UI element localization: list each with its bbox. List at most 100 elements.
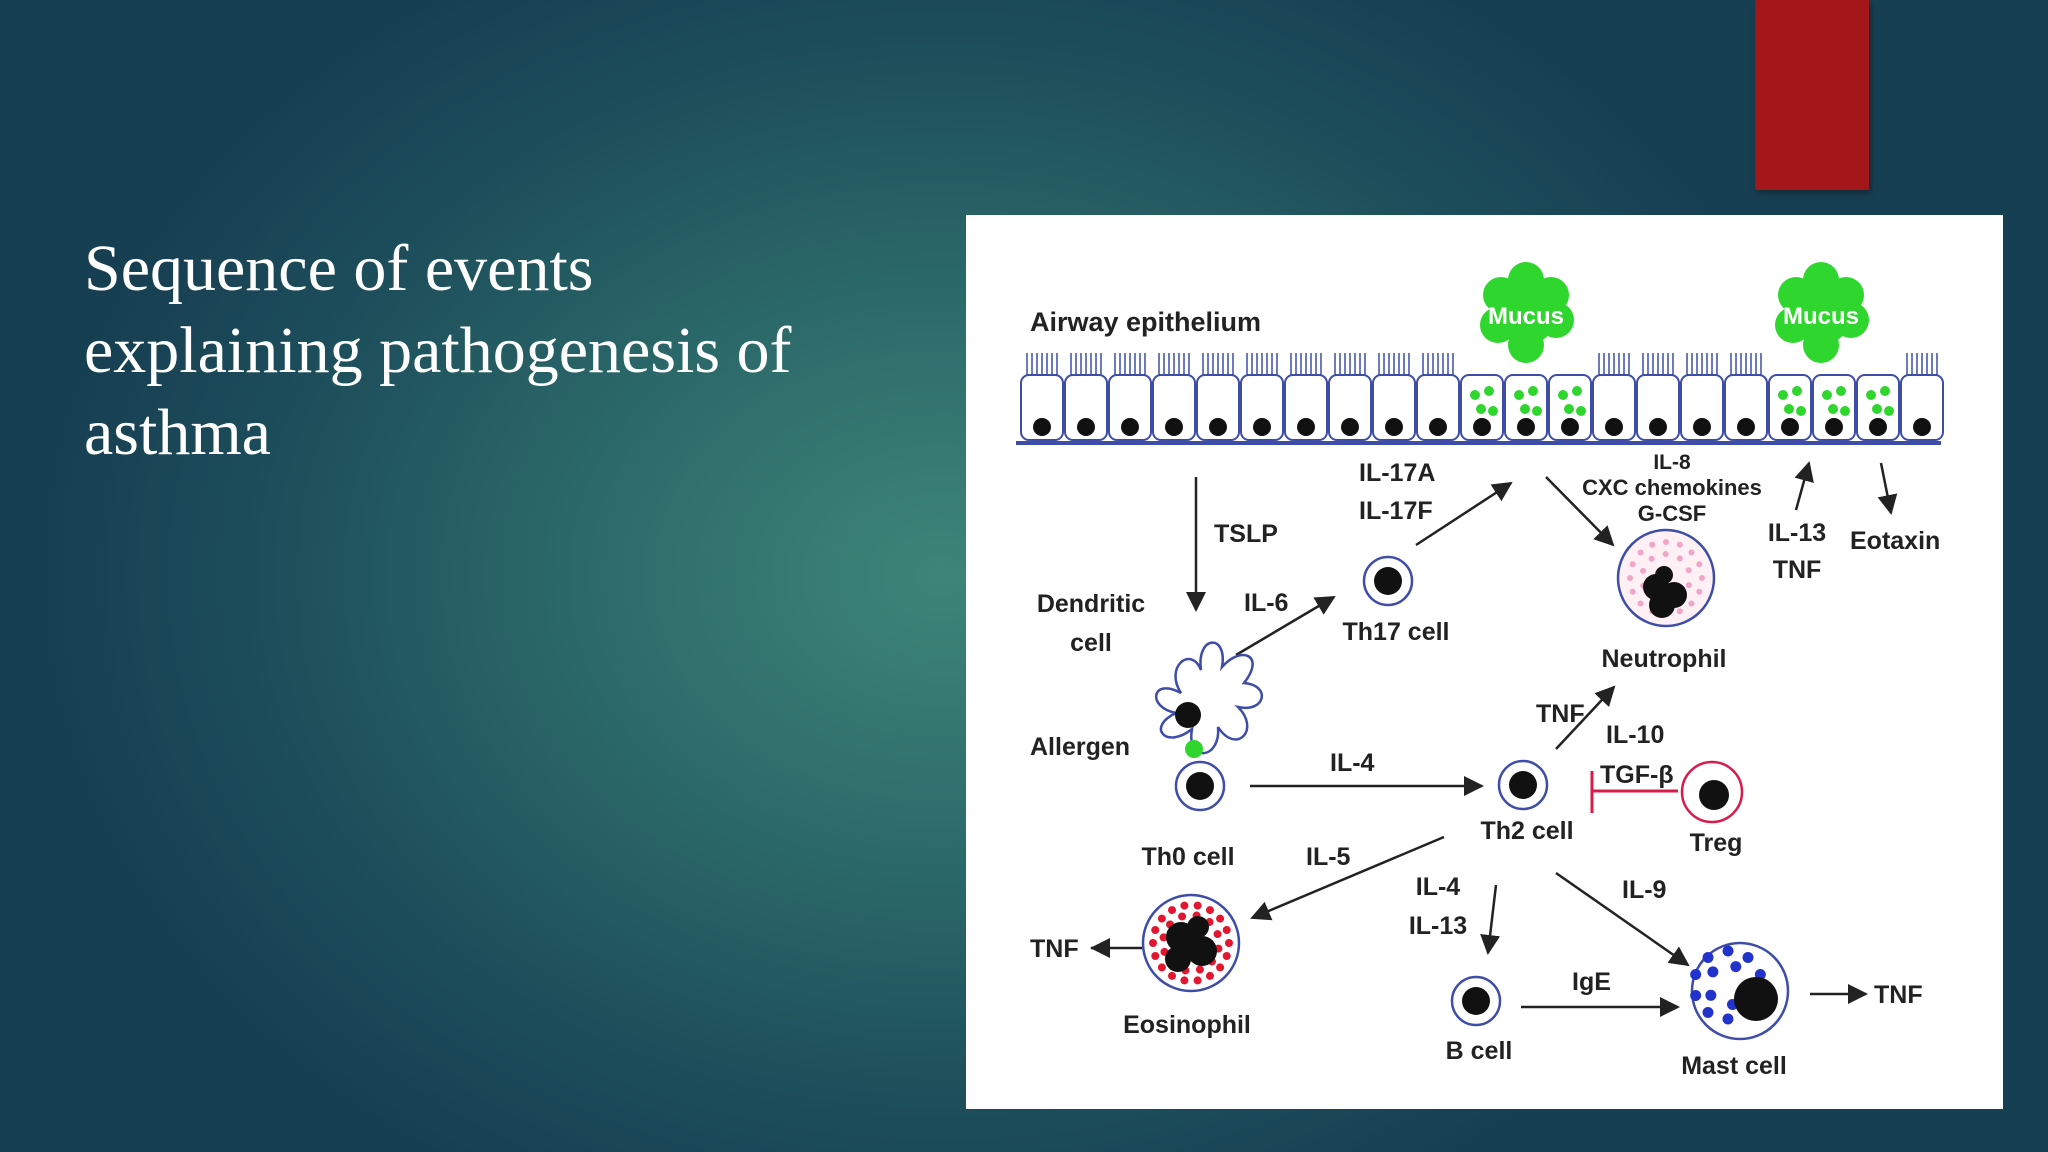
neutrophil-granule <box>1676 608 1683 615</box>
epithelial-nucleus <box>1429 418 1447 436</box>
arrows <box>1090 461 1898 1017</box>
neutrophil-granule <box>1688 600 1695 607</box>
epithelial-nucleus <box>1561 418 1579 436</box>
mucus-granule <box>1576 406 1586 416</box>
neutrophil-granule <box>1637 549 1644 556</box>
label-tgf-beta: TGF-β <box>1600 761 1674 789</box>
epithelial-nucleus <box>1297 418 1315 436</box>
label-il17f: IL-17F <box>1359 497 1433 525</box>
label-treg: Treg <box>1690 829 1743 857</box>
label-il4-low: IL-4 <box>1416 873 1461 901</box>
label-tnf-mid: TNF <box>1536 700 1585 728</box>
eosinophil-granule <box>1206 906 1214 915</box>
mucus-granule <box>1880 386 1890 396</box>
neutrophil-granule <box>1627 575 1633 581</box>
mucus-granule <box>1470 390 1480 400</box>
arrow-il6 <box>1235 595 1336 657</box>
epithelium-layer <box>1016 353 1944 445</box>
mast-cell-granule <box>1730 961 1742 973</box>
mucus-granule <box>1514 390 1524 400</box>
eosinophil-granule <box>1149 939 1157 947</box>
label-il8: IL-8 <box>1653 451 1691 474</box>
accent-bar <box>1755 0 1869 190</box>
label-allergen: Allergen <box>1030 733 1130 761</box>
mucus-blob-2 <box>1775 262 1869 363</box>
eosinophil-cell <box>1141 893 1241 993</box>
neutrophil-granule <box>1629 561 1636 568</box>
mucus-granule <box>1822 390 1832 400</box>
label-il13-top: IL-13 <box>1768 519 1826 547</box>
eosinophil-granule <box>1168 971 1176 980</box>
arrow-th17-epithelium <box>1415 481 1513 547</box>
eosinophil-granule <box>1216 914 1225 923</box>
mucus-granule <box>1488 406 1498 416</box>
label-neutrophil: Neutrophil <box>1602 645 1727 673</box>
label-b-cell: B cell <box>1446 1037 1513 1065</box>
treg-cell <box>1680 760 1744 824</box>
mast-cell-granule <box>1707 966 1719 978</box>
label-mast-cell: Mast cell <box>1681 1052 1787 1080</box>
mast-cell-granule <box>1705 989 1717 1001</box>
neutrophil-granule <box>1676 541 1683 548</box>
mucus-granule <box>1828 404 1838 414</box>
arrow-il5-eosinophil <box>1250 835 1445 921</box>
label-il9: IL-9 <box>1622 876 1666 904</box>
eosinophil-granule <box>1157 963 1166 972</box>
epithelial-nucleus <box>1737 418 1755 436</box>
label-ige: IgE <box>1572 968 1611 996</box>
neutrophil-cell <box>1616 528 1716 628</box>
label-gcsf: G-CSF <box>1638 501 1706 526</box>
epithelial-nucleus <box>1253 418 1271 436</box>
neutrophil-granule <box>1676 555 1683 562</box>
treg-inhibition <box>1590 771 1678 813</box>
neutrophil-granule <box>1637 600 1644 607</box>
label-cxc-chemokines: CXC chemokines <box>1582 475 1762 500</box>
epithelial-nucleus <box>1033 418 1051 436</box>
label-th0-cell: Th0 cell <box>1141 843 1234 871</box>
eosinophil-granule <box>1168 906 1176 915</box>
label-il5: IL-5 <box>1306 843 1351 871</box>
mucus-granule <box>1476 404 1486 414</box>
epithelial-nucleus <box>1341 418 1359 436</box>
epithelial-nucleus <box>1781 418 1799 436</box>
arrow-il9-mastcell <box>1555 871 1690 967</box>
label-tnf-top: TNF <box>1773 556 1822 584</box>
label-tslp: TSLP <box>1214 520 1278 548</box>
mucus-label-2: Mucus <box>1783 303 1859 330</box>
arrow-th2-neutrophil <box>1555 685 1616 750</box>
th0-cell <box>1174 760 1226 812</box>
neutrophil-granule <box>1685 582 1692 589</box>
label-tnf-right: TNF <box>1874 981 1923 1009</box>
eosinophil-granule <box>1195 965 1204 974</box>
label-tnf-left: TNF <box>1030 935 1079 963</box>
label-il17a: IL-17A <box>1359 459 1435 487</box>
arrow-epithelium-neutrophil <box>1545 476 1615 547</box>
mucus-granule <box>1884 406 1894 416</box>
mast-cell-granule <box>1702 1006 1714 1018</box>
label-il4-mid: IL-4 <box>1330 749 1375 777</box>
epithelial-nucleus <box>1869 418 1887 436</box>
label-th2-cell: Th2 cell <box>1480 817 1573 845</box>
neutrophil-granule <box>1696 588 1703 595</box>
neutrophil-granule <box>1629 588 1636 595</box>
mucus-granule <box>1796 406 1806 416</box>
eosinophil-granule <box>1222 951 1231 960</box>
epithelial-nucleus <box>1385 418 1403 436</box>
th17-cell <box>1362 555 1414 607</box>
arrow-il4-bcell <box>1480 884 1501 955</box>
neutrophil-granule <box>1648 555 1655 562</box>
mucus-granule <box>1778 390 1788 400</box>
label-eosinophil: Eosinophil <box>1123 1011 1251 1039</box>
mucus-granule <box>1532 406 1542 416</box>
eosinophil-granule <box>1193 976 1202 985</box>
label-eotaxin: Eotaxin <box>1850 527 1940 555</box>
th2-cell <box>1497 759 1549 811</box>
eosinophil-granule <box>1180 901 1189 910</box>
neutrophil-granule <box>1662 551 1669 558</box>
epithelial-nucleus <box>1693 418 1711 436</box>
epithelial-nucleus <box>1209 418 1227 436</box>
epithelial-nucleus <box>1517 418 1535 436</box>
eosinophil-granule <box>1206 971 1214 980</box>
eosinophil-granule <box>1216 963 1225 972</box>
arrow-eotaxin <box>1877 462 1898 515</box>
